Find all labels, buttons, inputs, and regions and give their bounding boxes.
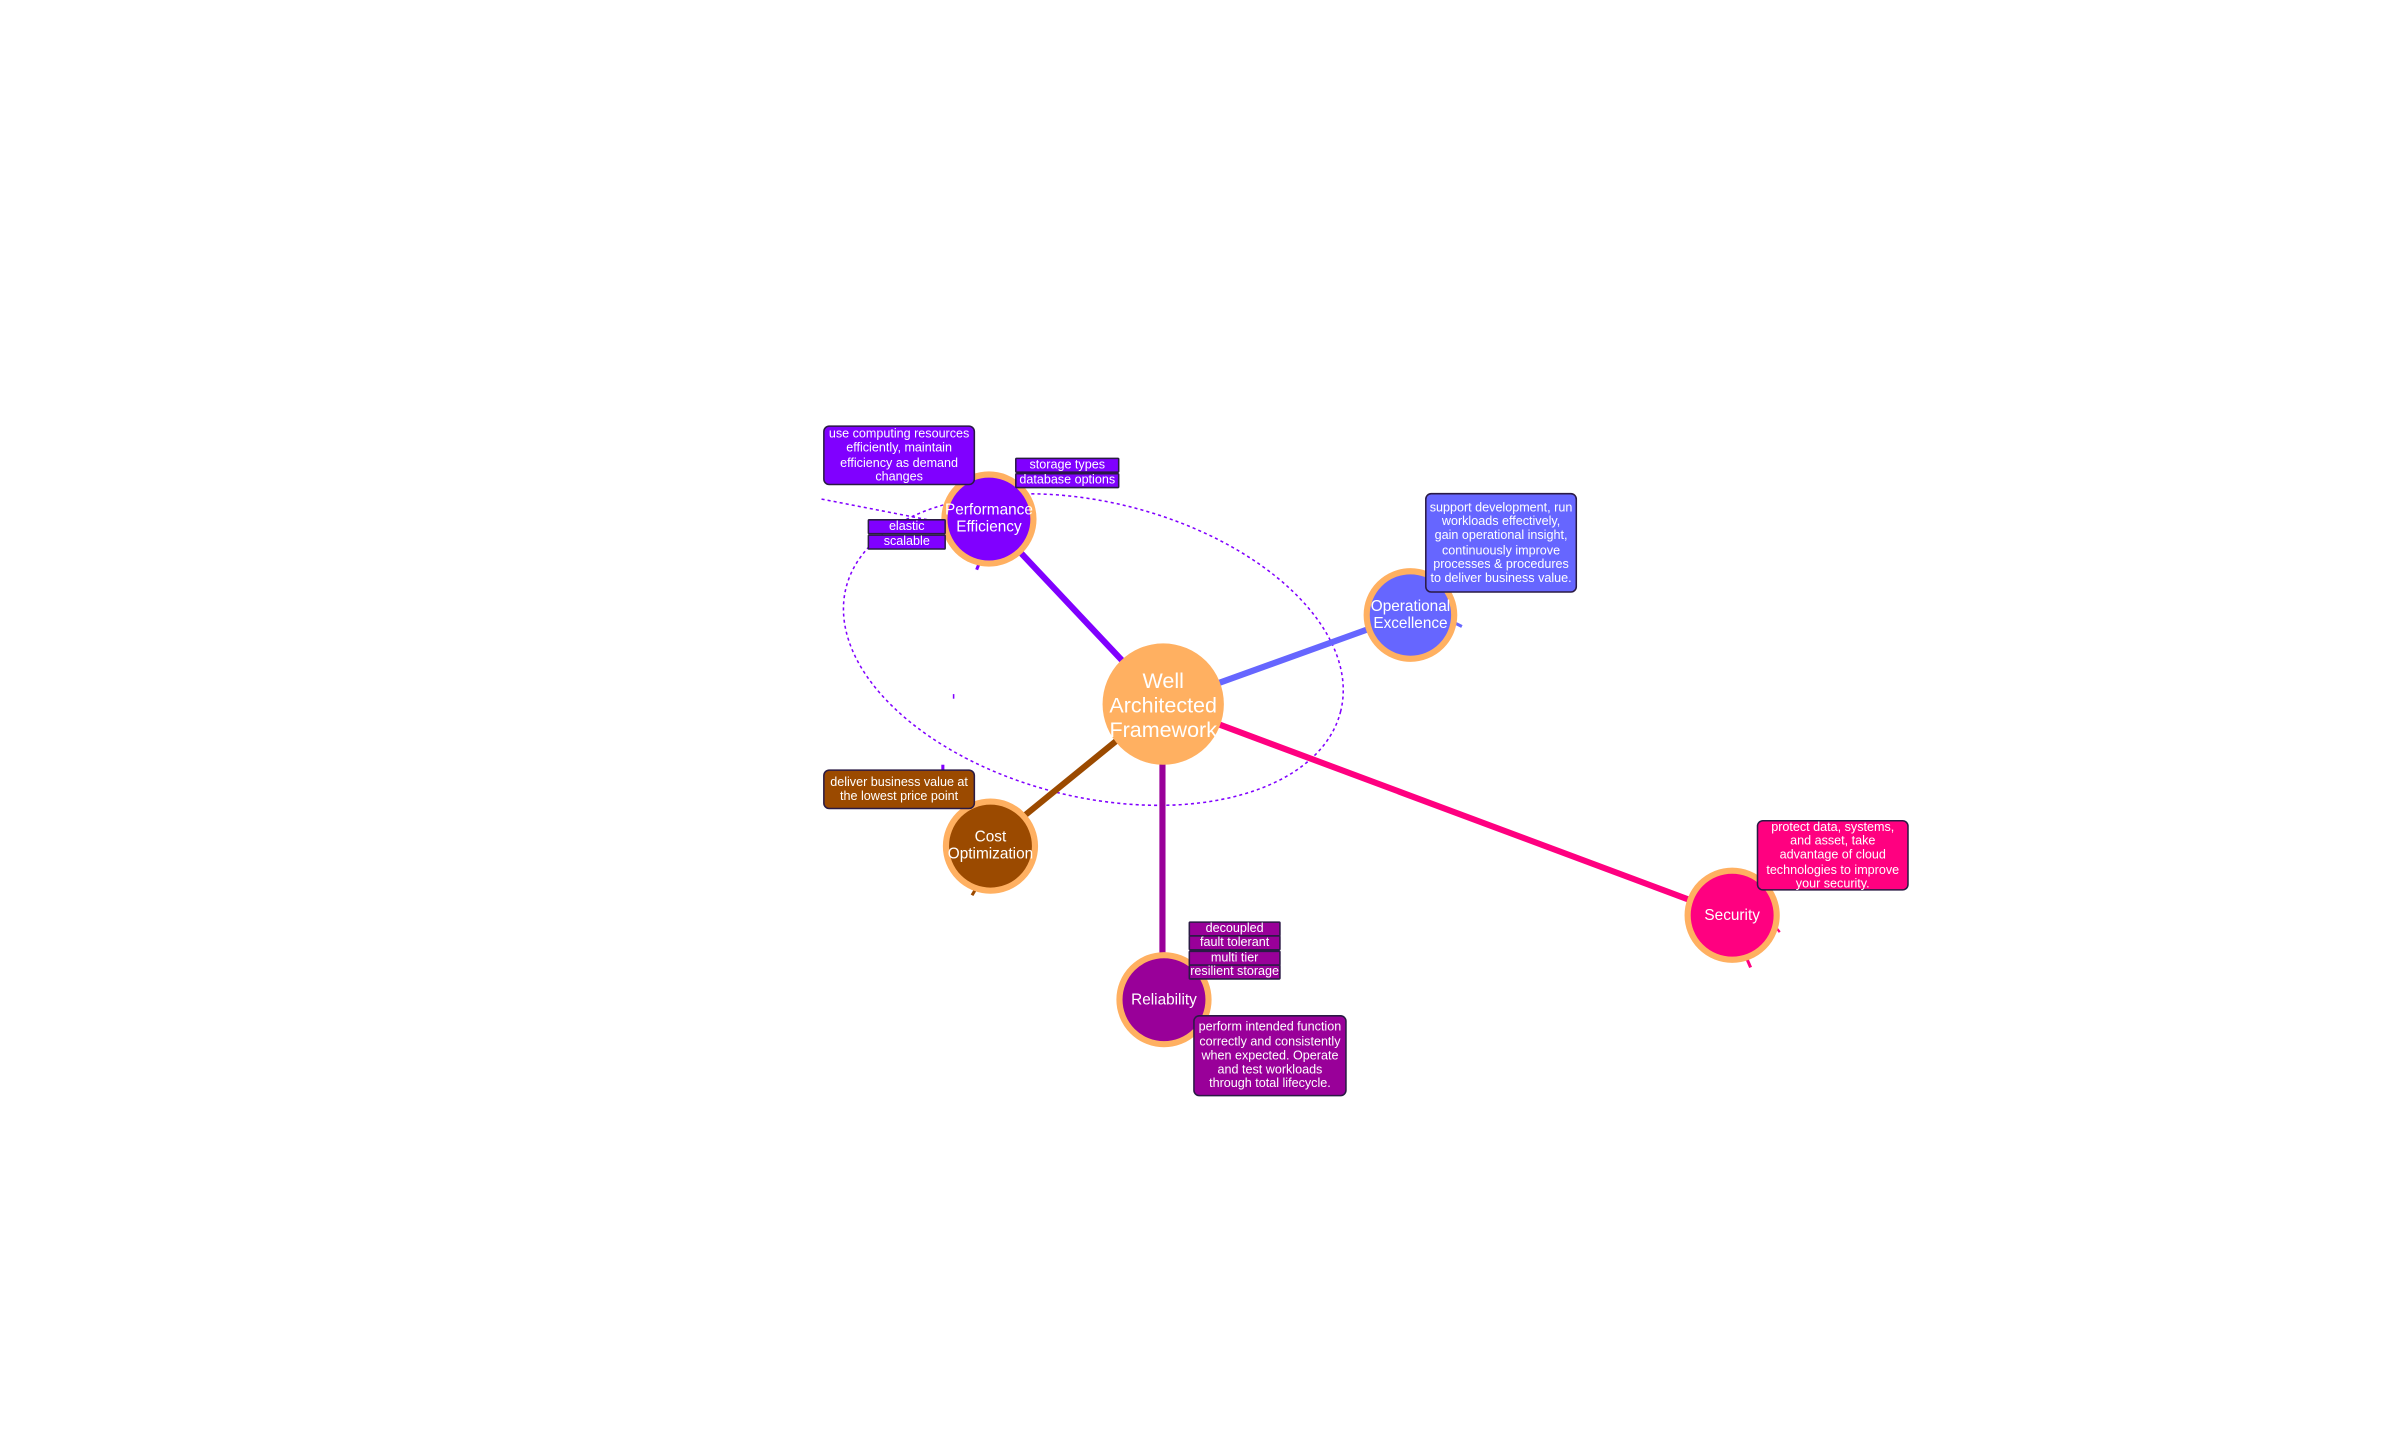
tag-fault-tolerant: fault tolerant <box>1188 935 1281 951</box>
tag-elastic: elastic <box>867 519 946 535</box>
node-label-line: Security <box>1704 906 1760 924</box>
node-label-line: Cost <box>974 829 1007 847</box>
tag-scalable: scalable <box>867 534 946 550</box>
node-cost-optimization[interactable]: Cost Optimization <box>942 798 1039 894</box>
orbit-path <box>842 493 1345 807</box>
link-security <box>1161 700 1732 919</box>
node-operational-excellence[interactable]: Operational Excellence <box>1363 568 1458 662</box>
center-node[interactable]: Well Architected Framework <box>1102 643 1224 765</box>
description-cost-optimization: deliver business value at the lowest pri… <box>823 769 976 810</box>
description-operational-excellence: support development, run workloads effec… <box>1425 492 1578 593</box>
description-security: protect data, systems, and asset, take a… <box>1756 820 1909 891</box>
node-label-line: Optimization <box>947 846 1034 864</box>
description-reliability: perform intended function correctly and … <box>1193 1015 1347 1097</box>
node-label-line: Efficiency <box>956 519 1022 536</box>
description-performance-efficiency: use computing resources efficiently, mai… <box>823 425 976 486</box>
tag-storage-types: storage types <box>1015 457 1120 473</box>
tag-resilient-storage: resilient storage <box>1188 964 1281 980</box>
node-label-line: Excellence <box>1373 615 1448 632</box>
node-label-line: Operational <box>1370 598 1451 616</box>
node-performance-efficiency[interactable]: Performance Efficiency <box>941 471 1037 567</box>
node-label-line: Reliability <box>1131 991 1197 1009</box>
orbit-tail <box>821 498 940 523</box>
center-label-line: Framework <box>1109 716 1217 741</box>
center-label-line: Architected <box>1109 691 1217 717</box>
tag-database-options: database options <box>1015 472 1120 489</box>
center-label-line: Well <box>1142 667 1184 692</box>
node-label-line: Performance <box>944 502 1033 520</box>
